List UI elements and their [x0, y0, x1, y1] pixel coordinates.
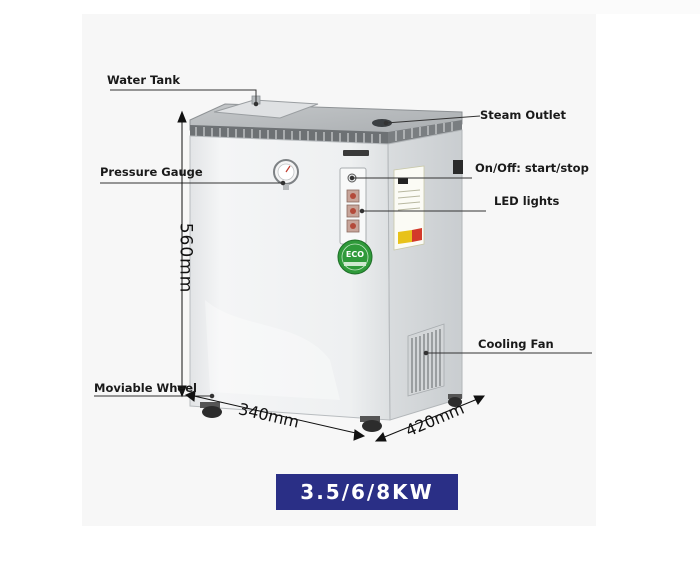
- wheel-icon: [200, 402, 222, 418]
- cooling-fan-grille: [407, 323, 445, 397]
- wheel-icon: [360, 416, 382, 432]
- wheel-icon: [448, 394, 462, 407]
- led-light-icon: [350, 208, 356, 214]
- dimension-arrows: [177, 110, 485, 442]
- brand-logo: [343, 150, 369, 156]
- label-led-lights: LED lights: [494, 194, 560, 208]
- label-moviable-wheel: Moviable Wheel: [94, 381, 197, 395]
- callout-lines: [94, 89, 592, 399]
- eco-badge: [337, 239, 373, 275]
- eco-badge-text: ECO: [346, 250, 364, 259]
- water-tank-lid: [213, 95, 319, 119]
- label-pressure-gauge: Pressure Gauge: [100, 165, 203, 179]
- pressure-gauge-icon: [273, 159, 299, 190]
- label-on-off: On/Off: start/stop: [475, 161, 589, 175]
- side-switch: [453, 160, 463, 174]
- label-steam-outlet: Steam Outlet: [480, 108, 567, 122]
- label-water-tank: Water Tank: [107, 73, 180, 87]
- led-light-icon: [350, 223, 356, 229]
- background-strip: [530, 0, 700, 14]
- power-rating-badge: 3.5/6/8KW: [276, 474, 458, 510]
- label-cooling-fan: Cooling Fan: [478, 337, 554, 351]
- dimension-height: 560mm: [175, 222, 196, 294]
- led-light-icon: [350, 193, 356, 199]
- warning-sticker: [393, 165, 425, 251]
